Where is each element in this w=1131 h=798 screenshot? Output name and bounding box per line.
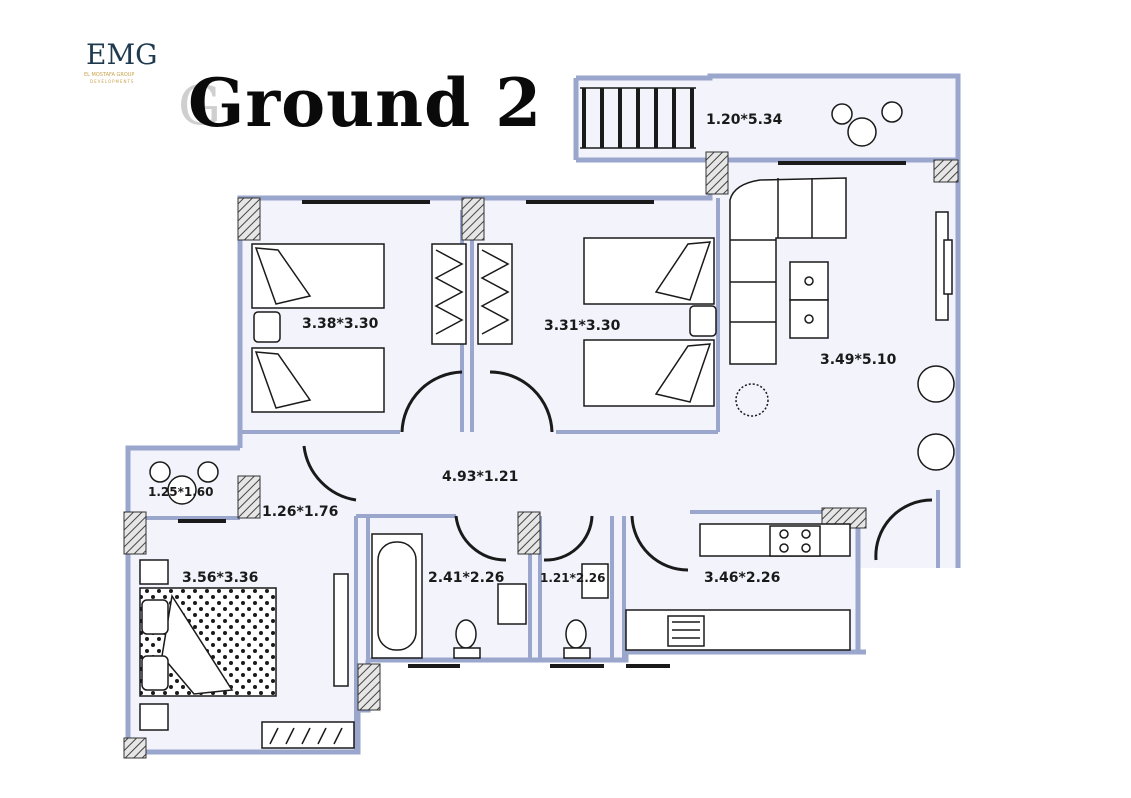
room-guest-wc-label: 1.21*2.26 bbox=[540, 571, 606, 585]
balcony-left-furniture bbox=[149, 461, 219, 505]
bedroom-1-furniture bbox=[251, 243, 513, 413]
doors bbox=[302, 370, 933, 572]
room-bedroom-2-label: 3.31*3.30 bbox=[544, 318, 621, 334]
room-hall-label: 1.26*1.76 bbox=[262, 504, 338, 520]
room-reception-label: 3.49*5.10 bbox=[820, 352, 897, 368]
structural-columns bbox=[123, 151, 959, 759]
logo-mark: EMG bbox=[86, 38, 158, 71]
plan-title: Ground 2 bbox=[188, 64, 543, 142]
title-shadow-letter: G bbox=[178, 74, 222, 137]
bedroom-2-furniture bbox=[583, 237, 717, 407]
bathroom-fixtures bbox=[371, 533, 609, 659]
logo-tagline: DEVELOPMENTS bbox=[90, 79, 135, 84]
room-terrace-label: 1.20*5.34 bbox=[706, 112, 783, 128]
company-logo: EMG EL MOSTAFA GROUP DEVELOPMENTS bbox=[84, 38, 157, 88]
reception-furniture bbox=[729, 101, 955, 471]
master-bedroom-furniture bbox=[139, 559, 355, 749]
room-bedroom-1-label: 3.38*3.30 bbox=[302, 316, 379, 332]
room-corridor-label: 4.93*1.21 bbox=[442, 469, 518, 485]
windows bbox=[178, 161, 906, 668]
staircase bbox=[580, 87, 696, 149]
logo-company: EL MOSTAFA GROUP bbox=[84, 72, 135, 78]
room-kitchen-label: 3.46*2.26 bbox=[704, 570, 780, 586]
room-bathroom-label: 2.41*2.26 bbox=[428, 570, 504, 586]
room-balcony-label: 1.25*1.60 bbox=[148, 485, 214, 499]
room-master-bedroom-label: 3.56*3.36 bbox=[182, 570, 258, 586]
kitchen-fixtures bbox=[625, 523, 851, 651]
